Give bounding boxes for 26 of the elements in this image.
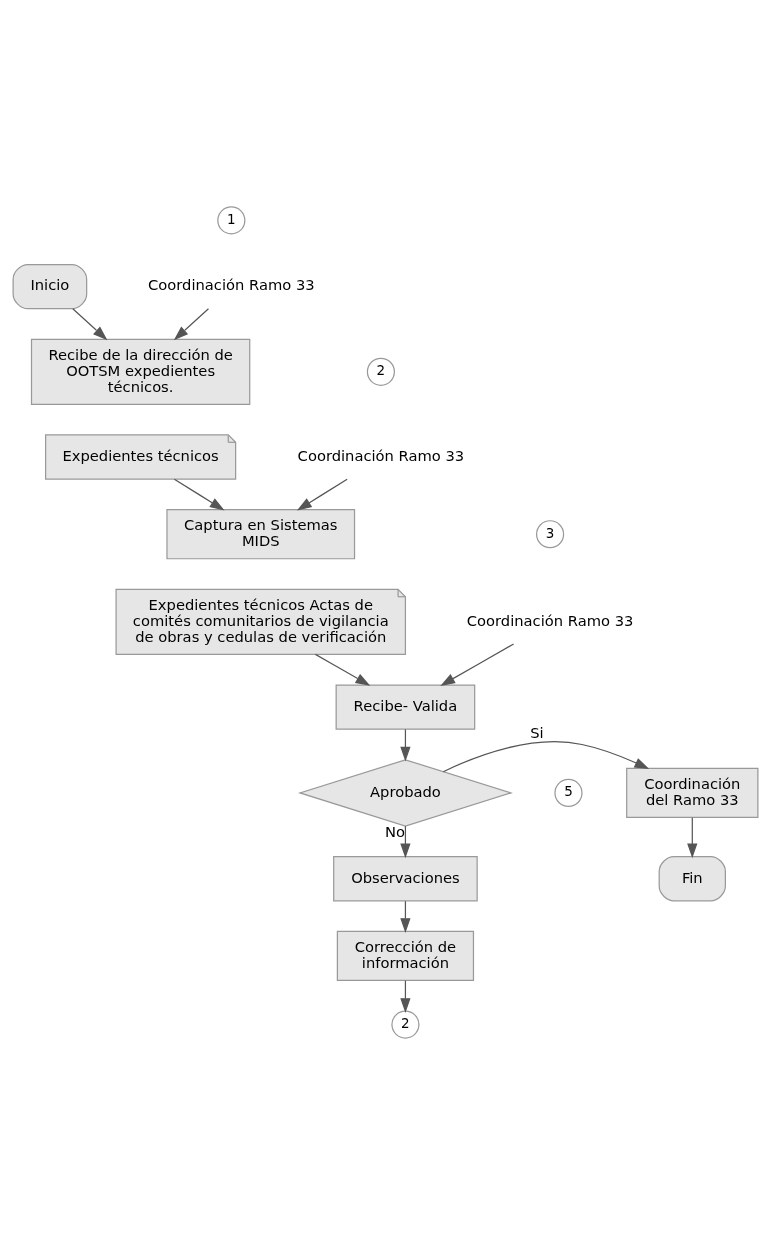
arrow (296, 478, 348, 511)
node-box: Corrección de información (336, 930, 475, 982)
node-text: Coordinación Ramo 33 (466, 611, 634, 629)
node-box: Recibe- Valida (335, 684, 476, 730)
node-text: Coordinación Ramo 33 (148, 276, 315, 294)
node-box: Coordinación del Ramo 33 (626, 767, 759, 819)
node-box: Captura en Sistemas MIDS (166, 509, 356, 560)
arrow (440, 643, 515, 686)
arrow (314, 653, 371, 686)
arrow (173, 478, 225, 511)
node-circle: 2 (391, 1010, 420, 1039)
edge-label: Si (530, 723, 544, 741)
arrow (173, 308, 210, 341)
arrow (687, 817, 698, 859)
arrow (442, 741, 650, 773)
node-box: Inicio (12, 263, 88, 310)
node-box: Observaciones (333, 856, 478, 902)
node-box: Fin (658, 856, 726, 902)
arrow (72, 308, 108, 341)
node-circle: 1 (217, 206, 246, 235)
node-text: Coordinación Ramo 33 (297, 446, 465, 464)
node-box: Recibe de la dirección de OOTSM expedientes técnicos. (30, 338, 251, 405)
node-diamond: Aprobado (297, 759, 513, 827)
node-circle: 2 (366, 357, 395, 386)
node-circle: 3 (536, 520, 565, 549)
node-circle: 5 (554, 778, 583, 807)
